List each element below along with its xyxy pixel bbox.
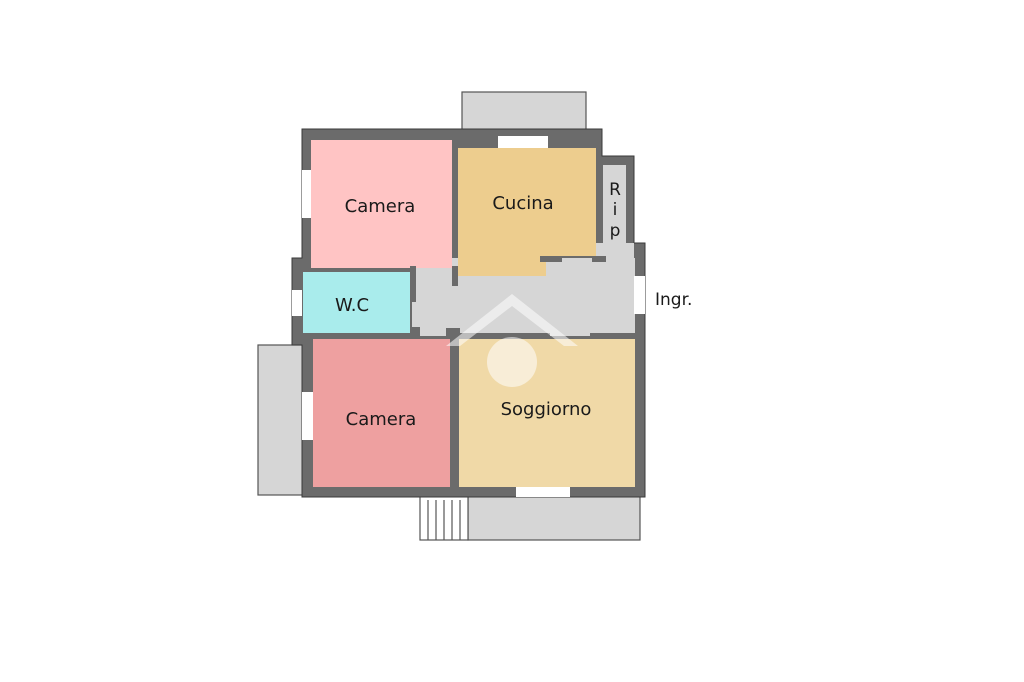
label-wc: W.C bbox=[335, 295, 369, 316]
wall-stub bbox=[460, 333, 550, 339]
window bbox=[498, 136, 548, 148]
label-rip-letter: R bbox=[609, 180, 621, 200]
window bbox=[302, 392, 313, 440]
left-balcony bbox=[257, 344, 305, 496]
window bbox=[302, 170, 311, 218]
wall-stub bbox=[446, 328, 460, 338]
label-entrance: Ingr. bbox=[655, 290, 692, 310]
room-wc bbox=[303, 272, 410, 333]
entrance-door bbox=[634, 276, 645, 314]
wall-stub bbox=[592, 256, 606, 262]
stairs-icon bbox=[419, 495, 469, 541]
room-camera-top bbox=[311, 140, 452, 268]
room-ripostiglio bbox=[603, 165, 626, 243]
label-camera-bottom: Camera bbox=[346, 409, 417, 430]
label-soggiorno: Soggiorno bbox=[501, 399, 592, 420]
label-cucina: Cucina bbox=[492, 193, 553, 214]
room-cucina bbox=[458, 148, 596, 276]
label-camera-top: Camera bbox=[345, 196, 416, 217]
wall-stub bbox=[410, 266, 416, 302]
window bbox=[292, 290, 302, 316]
wall-stub bbox=[540, 256, 562, 262]
wall-stub bbox=[410, 327, 420, 337]
room-camera-bottom bbox=[313, 339, 450, 487]
wall-stub bbox=[452, 266, 458, 286]
window bbox=[516, 487, 570, 497]
label-rip-letter: p bbox=[610, 221, 621, 241]
house-watermark-icon bbox=[446, 294, 578, 387]
wall-stub bbox=[590, 333, 635, 339]
bottom-terrace bbox=[467, 495, 641, 541]
label-rip-letter: i bbox=[613, 200, 618, 220]
